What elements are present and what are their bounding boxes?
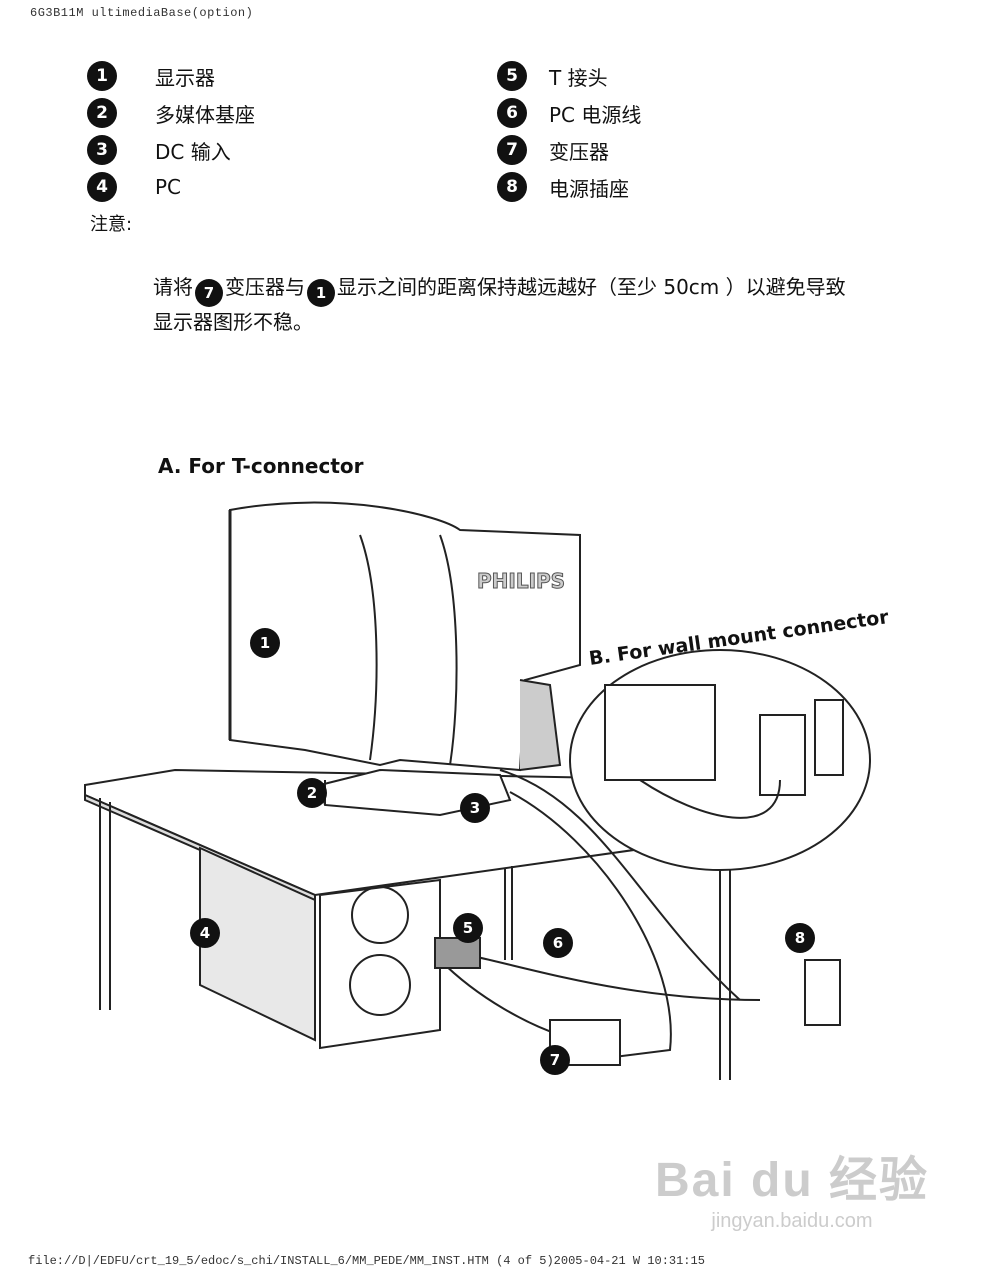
legend-label: PC 电源线 xyxy=(549,102,642,127)
monitor xyxy=(229,501,581,772)
wall-outlet xyxy=(804,959,841,1026)
legend-item-3: 3 DC 输入 xyxy=(87,135,231,165)
diagram-title-a: A. For T-connector xyxy=(158,454,364,478)
legend-label: DC 输入 xyxy=(155,139,231,164)
note-badge-1: 1 xyxy=(307,279,335,307)
badge-5: 5 xyxy=(497,61,527,91)
table-leg xyxy=(99,798,111,1010)
legend-item-2: 2 多媒体基座 xyxy=(87,98,255,128)
legend-item-6: 6 PC 电源线 xyxy=(497,98,641,128)
legend-label: 变压器 xyxy=(549,139,609,164)
t-connector xyxy=(434,937,481,969)
legend-label: PC xyxy=(155,175,182,199)
installation-diagram: PHILIPS B. For wall mount connector 1 2 … xyxy=(84,501,891,1080)
note-badge-7: 7 xyxy=(195,279,223,307)
legend-label: 多媒体基座 xyxy=(155,102,255,127)
legend-item-8: 8 电源插座 xyxy=(497,172,629,202)
badge-7: 7 xyxy=(497,135,527,165)
legend-label: 显示器 xyxy=(155,65,215,90)
callout-5: 5 xyxy=(463,919,473,937)
callout-4: 4 xyxy=(200,924,210,942)
legend-label: T 接头 xyxy=(549,65,608,90)
brand-label: PHILIPS xyxy=(477,569,565,593)
badge-3: 3 xyxy=(87,135,117,165)
table-leg xyxy=(719,838,731,1080)
legend-item-1: 1 显示器 xyxy=(87,61,215,91)
legend-item-5: 5 T 接头 xyxy=(497,61,608,91)
callout-8: 8 xyxy=(795,929,805,947)
page-header: 6G3B11M ultimediaBase(option) xyxy=(30,6,254,20)
badge-1: 1 xyxy=(87,61,117,91)
cable xyxy=(439,949,761,1001)
watermark-main: Bai du 经验 xyxy=(654,1154,929,1207)
callout-2: 2 xyxy=(307,784,317,802)
callout-3: 3 xyxy=(470,799,480,817)
badge-4: 4 xyxy=(87,172,117,202)
callout-6: 6 xyxy=(553,934,563,952)
watermark-sub: jingyan.baidu.com xyxy=(711,1210,873,1232)
callout-7: 7 xyxy=(550,1051,560,1069)
baidu-watermark: Bai du 经验 jingyan.baidu.com xyxy=(655,1140,929,1233)
legend-label: 电源插座 xyxy=(549,176,629,201)
cable xyxy=(499,769,741,1001)
badge-2: 2 xyxy=(87,98,117,128)
legend-item-4: 4 PC xyxy=(87,172,181,202)
note-title: 注意: xyxy=(90,214,133,235)
note-text-1: 请将 xyxy=(153,275,193,299)
note-text-2: 变压器与 xyxy=(225,275,305,299)
legend-item-7: 7 变压器 xyxy=(497,135,609,165)
cable xyxy=(509,791,672,1061)
page-footer: file://D|/EDFU/crt_19_5/edoc/s_chi/INSTA… xyxy=(28,1254,705,1268)
badge-6: 6 xyxy=(497,98,527,128)
badge-8: 8 xyxy=(497,172,527,202)
cable xyxy=(439,959,561,1036)
note-text-3: 显示之间的距离保持越远越好（至少 50cm ）以避免导致显示器图形不稳。 xyxy=(153,275,846,334)
callout-1: 1 xyxy=(260,634,270,652)
